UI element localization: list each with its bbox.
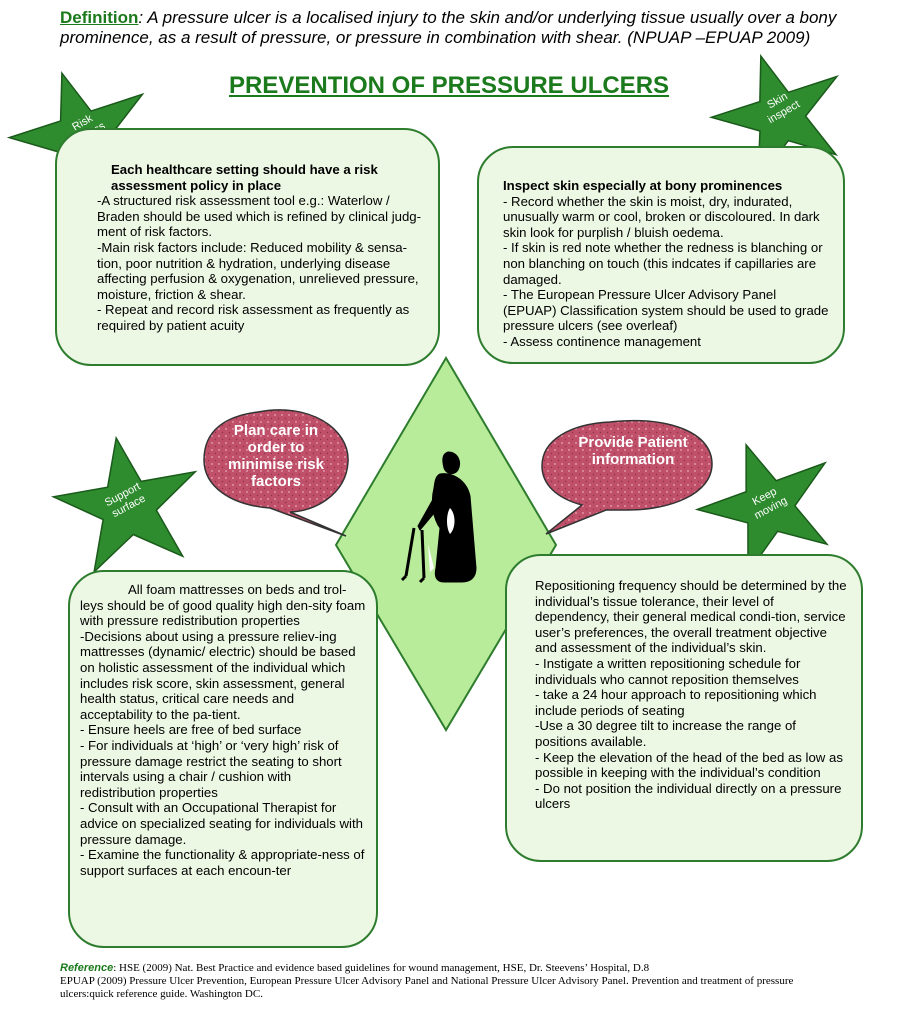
- patient-info-bubble: [541, 420, 713, 535]
- reference-section: Reference: HSE (2009) Nat. Best Practice…: [60, 962, 840, 1001]
- plan-care-bubble: [203, 409, 349, 537]
- definition-label: Definition: [60, 8, 139, 27]
- page-title-text: PREVENTION OF PRESSURE ULCERS: [228, 72, 670, 99]
- risk-panel-heading: Each healthcare setting should have a ri…: [111, 162, 378, 193]
- skin-inspect-star-icon: [708, 53, 840, 183]
- risk-assessment-panel: Each healthcare setting should have a ri…: [55, 128, 440, 366]
- page-title: PREVENTION OF PRESSURE ULCERS: [0, 72, 898, 100]
- skin-panel-line: - Assess continence management: [503, 333, 701, 349]
- moving-panel-line: -Use a 30 degree tilt to increase the ra…: [535, 718, 796, 749]
- definition-text: Definition: A pressure ulcer is a locali…: [60, 8, 860, 48]
- moving-panel-line: Repositioning frequency should be determ…: [535, 578, 847, 656]
- moving-panel-line: - Keep the elevation of the head of the …: [535, 749, 843, 781]
- support-panel-line: All foam mattresses on beds and trol-ley…: [80, 582, 366, 629]
- patient-info-bubble-label: Provide Patient information: [578, 434, 688, 468]
- skin-inspection-panel: Inspect skin especially at bony prominen…: [477, 146, 845, 364]
- support-panel-line: - Ensure heels are free of bed surface: [80, 722, 302, 738]
- risk-panel-line: -Main risk factors include: Reduced mobi…: [97, 239, 419, 302]
- support-panel-line: - Examine the functionality & appropriat…: [80, 847, 365, 878]
- definition-body: : A pressure ulcer is a localised injury…: [60, 8, 837, 47]
- moving-panel-line: - Do not position the individual directl…: [535, 780, 842, 812]
- support-surface-panel: All foam mattresses on beds and trol-ley…: [68, 570, 378, 948]
- moving-panel-line: - take a 24 hour approach to repositioni…: [535, 687, 817, 718]
- keep-moving-star-icon: [694, 442, 830, 576]
- reference-line-2: EPUAP (2009) Pressure Ulcer Prevention, …: [60, 975, 794, 1000]
- support-surface-star-icon: [50, 435, 198, 575]
- risk-panel-line: -A structured risk assessment tool e.g.:…: [97, 193, 422, 240]
- moving-panel-line: - Instigate a written repositioning sche…: [535, 655, 801, 687]
- keep-moving-panel: Repositioning frequency should be determ…: [505, 554, 863, 862]
- plan-care-bubble-label: Plan care in order to minimise risk fact…: [228, 422, 324, 490]
- elderly-person-with-walking-frame-icon: [400, 451, 477, 584]
- skin-panel-line: - If skin is red note whether the rednes…: [503, 240, 823, 287]
- reference-label: Reference: [60, 962, 114, 974]
- skin-panel-line: - Record whether the skin is moist, dry,…: [503, 193, 820, 240]
- support-panel-line: -Decisions about using a pressure reliev…: [80, 628, 356, 722]
- reference-text-1: : HSE (2009) Nat. Best Practice and evid…: [113, 962, 650, 974]
- skin-panel-line: - The European Pressure Ulcer Advisory P…: [503, 287, 829, 334]
- reference-line-1: Reference: HSE (2009) Nat. Best Practice…: [60, 962, 840, 975]
- support-panel-line: - For individuals at ‘high’ or ‘very hig…: [80, 737, 342, 800]
- skin-panel-heading: Inspect skin especially at bony prominen…: [503, 178, 783, 193]
- support-panel-line: - Consult with an Occupational Therapist…: [80, 800, 363, 847]
- risk-panel-line: - Repeat and record risk assessment as f…: [97, 302, 410, 333]
